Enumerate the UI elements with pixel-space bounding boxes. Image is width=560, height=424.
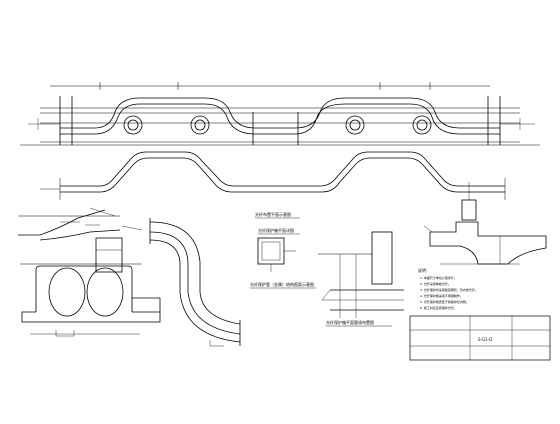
elevation-view — [20, 82, 540, 146]
notes: 说明： 1. 本图尺寸单位以毫米计。 2. 光纤采用单模光纤。 3. 光纤保护管… — [418, 267, 478, 310]
section-title: 光纤保护箱平面详图 — [258, 227, 294, 233]
title-block — [409, 315, 551, 361]
conduit-detail — [318, 231, 404, 318]
drawing-number: S-G1-D — [478, 337, 492, 342]
notes-heading: 说明： — [418, 267, 430, 273]
note-line: 6. 施工时应注意保护光纤。 — [420, 305, 457, 310]
plan-view — [40, 151, 506, 200]
note-line: 3. 光纤保护管采用镀锌钢管，管内穿光纤。 — [420, 287, 478, 292]
curved-guide — [149, 218, 241, 347]
detail-title: 光纤保护管（金属）结构图案示意图 — [250, 281, 314, 287]
bridge-section — [423, 182, 547, 265]
note-line: 5. 光纤保护箱安装于桥梁护栏内侧。 — [420, 299, 469, 304]
note-line: 2. 光纤采用单模光纤。 — [420, 281, 451, 286]
box-detail — [257, 237, 296, 272]
small-section — [95, 225, 143, 273]
plan-title: 光纤布置平面示意图 — [255, 211, 291, 217]
note-line: 1. 本图尺寸单位以毫米计。 — [420, 275, 457, 280]
note-line: 4. 光纤保护箱采用不锈钢制作。 — [420, 293, 463, 298]
drum-section — [20, 263, 161, 337]
bend-detail — [18, 207, 121, 241]
detail-bottom-title: 光纤保护箱平面管线布置图 — [326, 319, 374, 325]
